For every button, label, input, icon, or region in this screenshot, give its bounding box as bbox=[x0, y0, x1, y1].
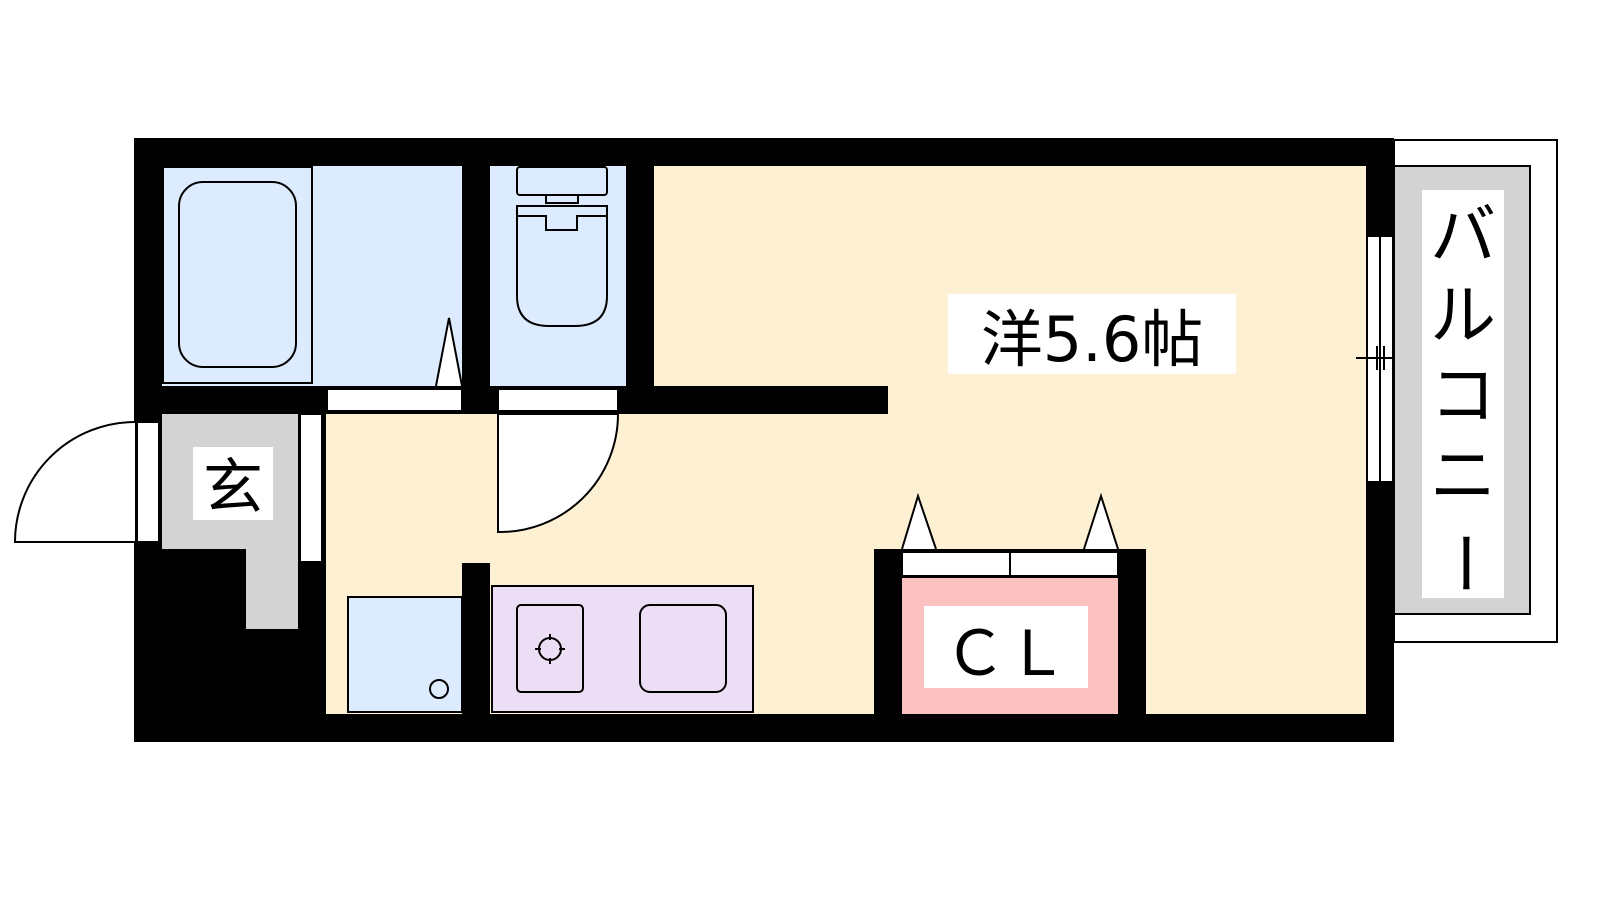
window-frame bbox=[1356, 236, 1404, 482]
door-stop-icon bbox=[901, 492, 937, 550]
room-label-bg bbox=[948, 294, 1236, 374]
door-swing-icon bbox=[497, 413, 620, 534]
entrance-door[interactable] bbox=[136, 421, 160, 543]
drain-icon bbox=[429, 679, 449, 699]
balcony-char: コ bbox=[1430, 357, 1496, 434]
balcony-label-bg bbox=[1422, 190, 1504, 598]
bathroom-door[interactable] bbox=[326, 388, 463, 412]
shoe-cabinet bbox=[299, 413, 323, 563]
stove bbox=[516, 604, 584, 693]
bathtub-basin bbox=[178, 181, 297, 368]
door-stop-icon bbox=[435, 317, 463, 387]
entrance-label: 玄 bbox=[203, 453, 263, 523]
washer-space bbox=[347, 596, 463, 713]
closet-label-bg bbox=[924, 606, 1088, 688]
balcony-char: バ bbox=[1430, 197, 1496, 274]
entrance-label-bg bbox=[193, 447, 273, 520]
bathtub bbox=[162, 166, 313, 384]
balcony-char: ル bbox=[1430, 277, 1496, 354]
burner-icon bbox=[535, 634, 565, 664]
balcony-char: ニ bbox=[1430, 437, 1496, 514]
entrance-door-swing-icon bbox=[13, 421, 136, 543]
toilet-door[interactable] bbox=[497, 388, 619, 412]
toilet-icon bbox=[516, 166, 608, 327]
room-label: 洋5.6帖 bbox=[981, 303, 1204, 376]
closet-door-left[interactable] bbox=[901, 551, 1011, 577]
sink bbox=[639, 604, 727, 693]
toilet-room bbox=[490, 166, 626, 386]
balcony-label: バ ル コ ニ ー bbox=[1425, 197, 1502, 596]
closet-label: ＣＬ bbox=[944, 617, 1068, 690]
door-stop-icon bbox=[1083, 492, 1119, 550]
closet-door-right[interactable] bbox=[1009, 551, 1119, 577]
balcony-char: ー bbox=[1425, 530, 1502, 596]
western-room-fill bbox=[888, 386, 1366, 414]
wall-segment bbox=[462, 563, 490, 714]
